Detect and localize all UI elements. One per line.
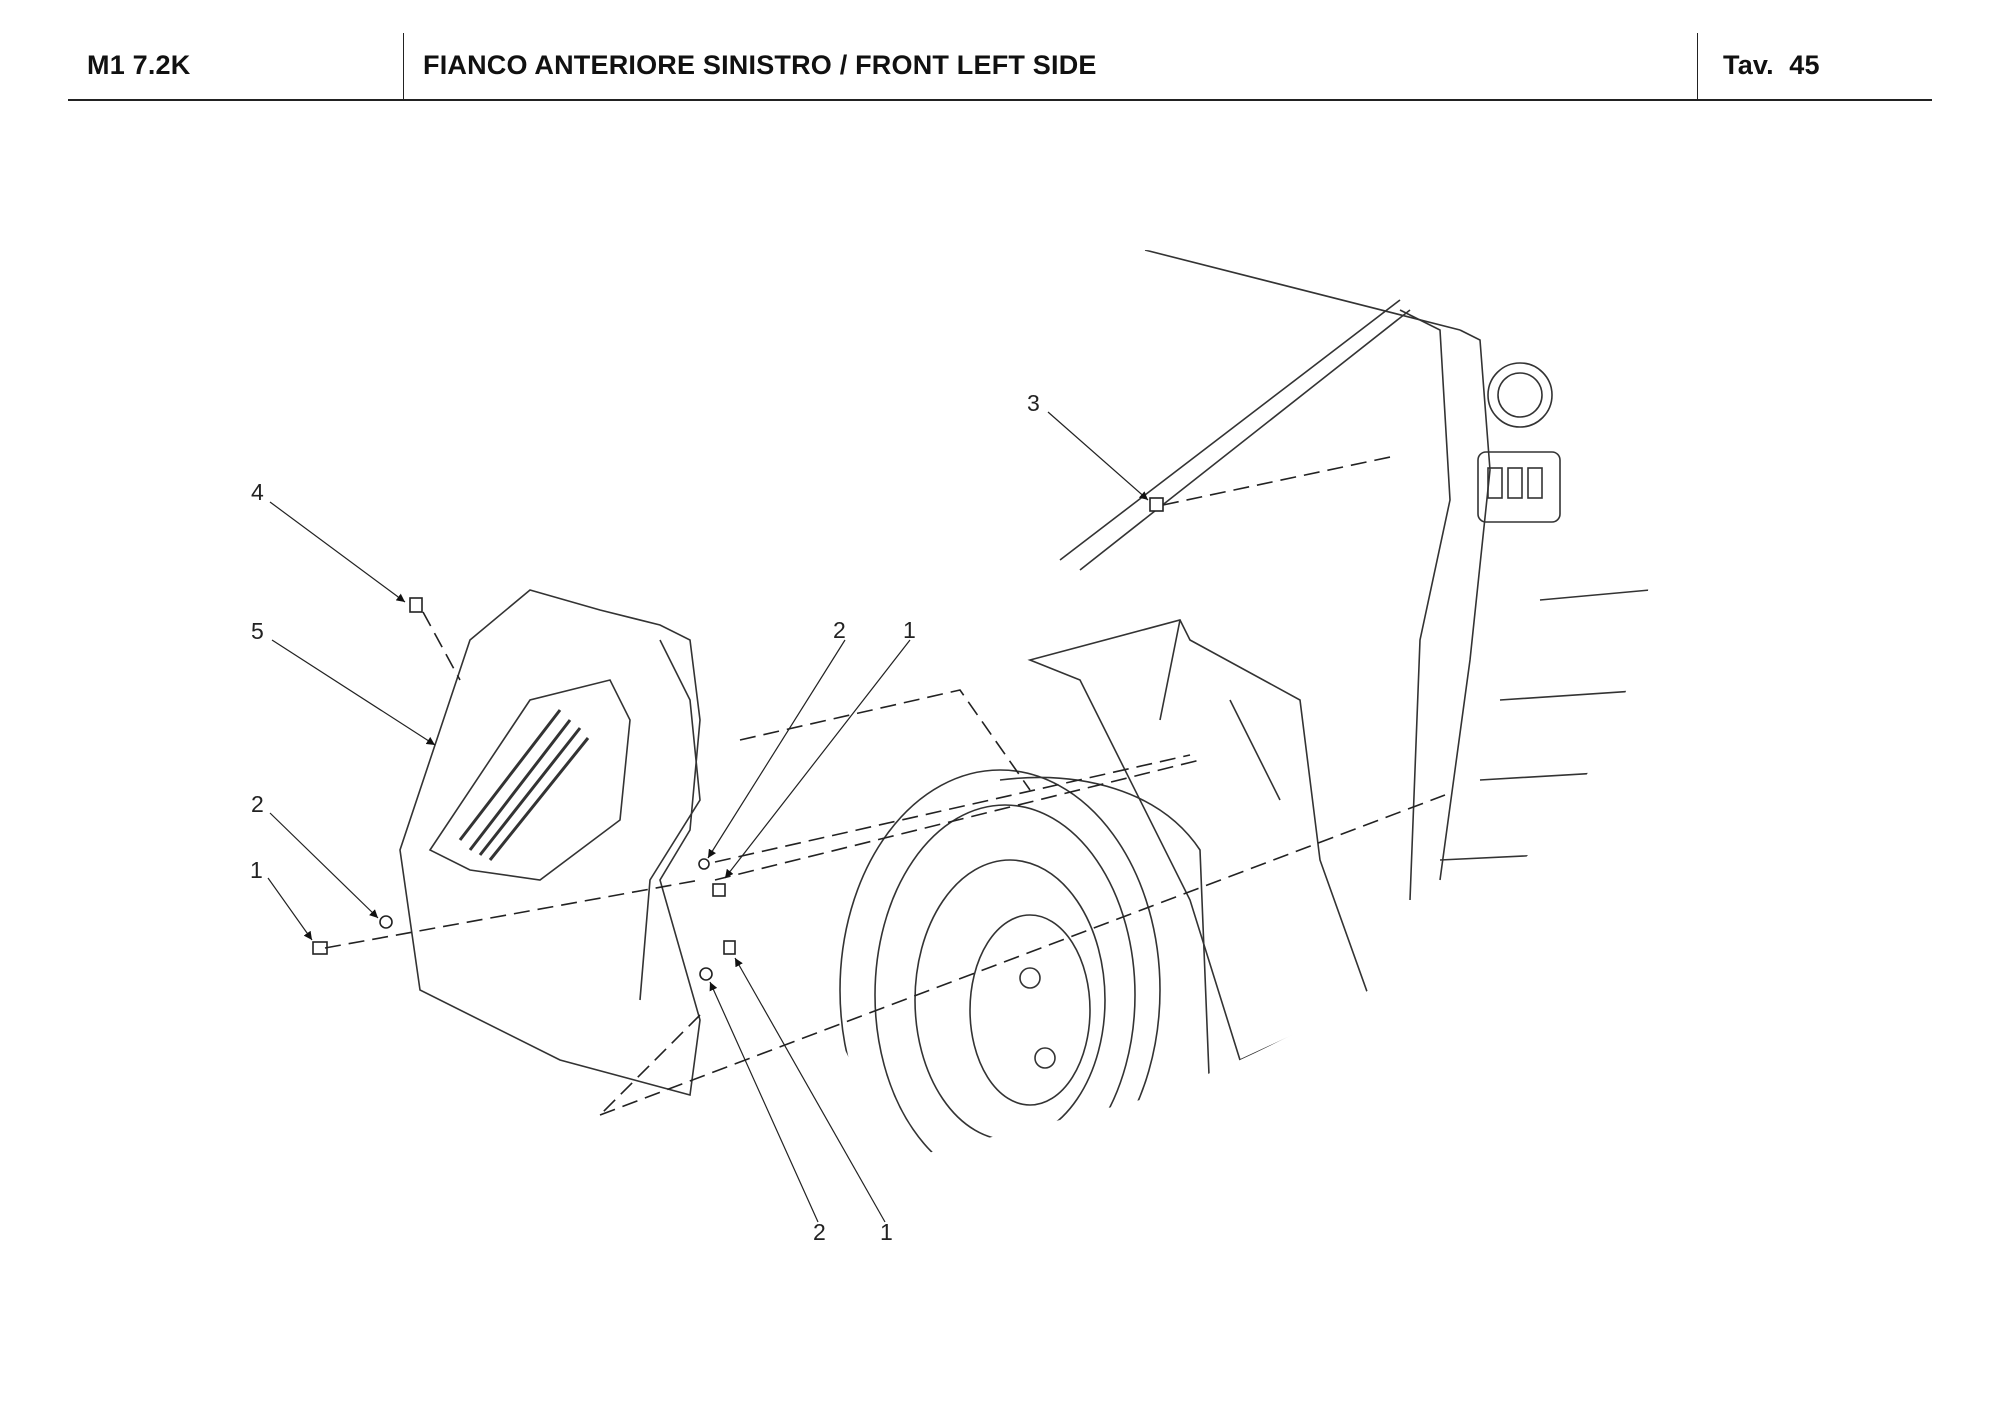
callout-1: 1	[250, 857, 263, 883]
callout-1: 1	[903, 617, 916, 643]
table-label-text: Tav.	[1723, 50, 1774, 80]
title-block: M1 7.2K FIANCO ANTERIORE SINISTRO / FRON…	[0, 0, 2000, 102]
callout-4: 4	[251, 479, 264, 505]
screw-icon	[712, 883, 726, 897]
leader-lines	[267, 411, 1149, 1223]
screw-icon	[723, 940, 736, 955]
model-label: M1 7.2K	[87, 50, 191, 80]
table-number: 45	[1789, 50, 1820, 80]
callout-1: 1	[880, 1219, 893, 1245]
washer-icon	[379, 915, 393, 929]
callout-2: 2	[833, 617, 846, 643]
clip-nut-icon	[409, 597, 423, 613]
page-title: FIANCO ANTERIORE SINISTRO / FRONT LEFT S…	[423, 50, 1097, 80]
callout-2: 2	[813, 1219, 826, 1245]
side-cover-part	[399, 589, 701, 1097]
assembly-lines	[324, 455, 1446, 1116]
header-rule	[68, 99, 1932, 101]
table-label: Tav. 45	[1723, 50, 1820, 81]
callout-2: 2	[251, 791, 264, 817]
washer-icon	[699, 967, 713, 981]
divider	[1697, 33, 1698, 100]
screw-icon	[312, 941, 328, 955]
callout-3: 3	[1027, 390, 1040, 416]
washer-icon	[698, 858, 710, 870]
vehicle-frame	[839, 250, 1650, 1160]
callout-5: 5	[251, 618, 264, 644]
fasteners	[312, 497, 1164, 981]
screw-icon	[1149, 497, 1164, 512]
divider	[403, 33, 404, 100]
